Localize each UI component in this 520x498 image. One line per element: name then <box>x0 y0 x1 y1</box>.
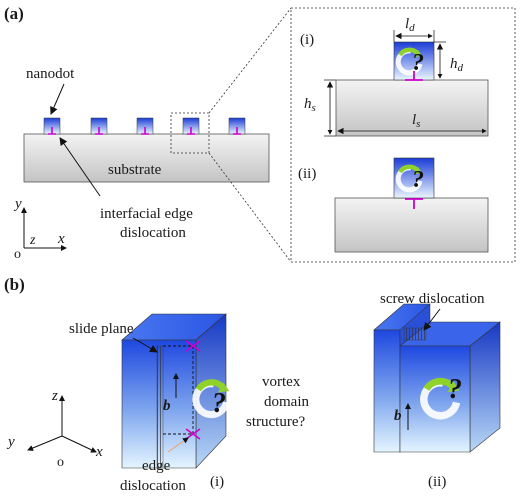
block-i: b ? <box>121 313 229 469</box>
block-ii-case: (ii) <box>428 474 446 490</box>
screw-arrow <box>423 308 441 331</box>
inset-ii-question: ? <box>412 167 424 193</box>
axis-a-z: z <box>29 233 36 248</box>
zoom-box <box>170 112 210 154</box>
screw-label: screw dislocation <box>380 291 485 307</box>
inset-ii-dislocation <box>405 198 423 209</box>
axis-b-x: x <box>95 444 103 460</box>
slide-plane-label: slide plane <box>69 321 134 337</box>
dislocation-mark-top <box>185 340 201 352</box>
inset-case-i: (i) <box>300 32 314 48</box>
inset-i-question: ? <box>412 50 424 76</box>
block-i-question: ? <box>212 388 226 419</box>
vortex-label-3: structure? <box>246 414 305 430</box>
axis-b-origin: o <box>57 455 64 470</box>
nanodot-row <box>43 117 246 135</box>
slip-hatch <box>156 345 164 469</box>
nanodot-2 <box>90 117 108 135</box>
vortex-label-2: domain <box>264 394 309 410</box>
nanodot-label: nanodot <box>26 66 75 82</box>
ls-label: ls <box>412 112 420 130</box>
dislocation-arrow <box>59 137 101 197</box>
axes-b: z x y o <box>6 388 103 470</box>
axis-a-origin: o <box>14 247 21 262</box>
zoom-line-bottom <box>208 152 292 263</box>
block-i-case: (i) <box>210 474 224 490</box>
zoom-line-top <box>208 7 292 114</box>
nanodot-5 <box>228 117 246 135</box>
axis-b-z: z <box>51 388 58 404</box>
axes-a: y x z o <box>13 196 67 262</box>
nanodot-3 <box>136 117 154 135</box>
hd-label: hd <box>450 56 464 74</box>
block-ii-question: ? <box>448 374 462 405</box>
nanodot-1 <box>43 117 61 135</box>
nanodot-4 <box>182 117 200 135</box>
inset-box <box>290 7 516 263</box>
axis-b-y: y <box>6 434 15 450</box>
vortex-label-1: vortex <box>262 374 301 390</box>
slide-plane-arrow <box>132 337 158 353</box>
inset-ii-substrate <box>334 197 489 253</box>
inset-i-dislocation <box>405 71 423 81</box>
dislocation-label-2: dislocation <box>120 225 186 241</box>
dislocation-mark-bottom <box>185 428 201 440</box>
substrate-label: substrate <box>108 162 162 178</box>
burgers-label-i: b <box>163 398 171 414</box>
burgers-label-ii: b <box>394 408 402 424</box>
hs-label: hs <box>304 96 316 114</box>
ld-label: ld <box>405 16 415 34</box>
screw-hatch <box>403 327 427 341</box>
axis-a-y: y <box>13 196 22 212</box>
edge-label-1: edge <box>142 458 171 474</box>
panel-a-tag: (a) <box>4 4 24 23</box>
edge-dislocation-arrow <box>167 437 189 453</box>
edge-label-2: dislocation <box>120 478 186 494</box>
panel-b-tag: (b) <box>4 275 25 294</box>
dislocation-label-1: interfacial edge <box>100 206 193 222</box>
nanodot-arrow <box>50 83 65 115</box>
inset-case-ii: (ii) <box>298 166 316 182</box>
axis-a-x: x <box>57 231 65 247</box>
block-ii: b ? <box>373 303 501 453</box>
